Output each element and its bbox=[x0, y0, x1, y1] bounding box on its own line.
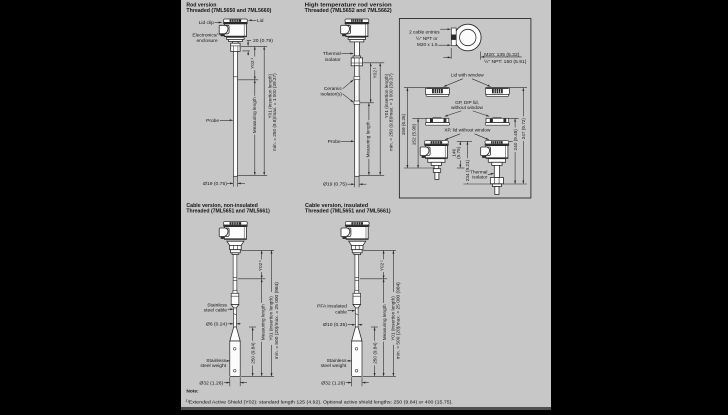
svg-text:Ø32 (1.26): Ø32 (1.26) bbox=[321, 381, 345, 387]
svg-text:Y01 (insertion length): Y01 (insertion length) bbox=[384, 73, 389, 118]
svg-text:Y02 ¹: Y02 ¹ bbox=[250, 58, 255, 69]
svg-text:GP, DIP lid,: GP, DIP lid, bbox=[455, 100, 479, 105]
svg-text:Lid clip: Lid clip bbox=[198, 20, 213, 26]
svg-text:Measuring length: Measuring length bbox=[252, 97, 257, 133]
svg-text:Stainless: Stainless bbox=[207, 302, 227, 308]
svg-text:Y01 (insertion length): Y01 (insertion length) bbox=[267, 73, 272, 118]
svg-text:Ø19 (0.75): Ø19 (0.75) bbox=[323, 182, 347, 188]
svg-text:Probe: Probe bbox=[206, 118, 219, 124]
svg-text:steel weight: steel weight bbox=[320, 363, 346, 369]
svg-text:Ø19 (0.75): Ø19 (0.75) bbox=[203, 181, 227, 187]
svg-text:Y01 (insertion length): Y01 (insertion length) bbox=[390, 296, 395, 341]
svg-text:XP, lid without window: XP, lid without window bbox=[444, 128, 491, 133]
svg-text:Probe: Probe bbox=[327, 139, 340, 145]
svg-text:Ø6 (0.24): Ø6 (0.24) bbox=[206, 321, 227, 327]
svg-text:Threaded (7ML5652 and 7ML5662): Threaded (7ML5652 and 7ML5662) bbox=[304, 8, 391, 14]
svg-text:Stainless: Stainless bbox=[206, 358, 226, 364]
svg-text:isolator: isolator bbox=[325, 57, 341, 63]
svg-text:(5.75): (5.75) bbox=[456, 146, 461, 159]
svg-text:Y02 ¹: Y02 ¹ bbox=[379, 260, 384, 271]
svg-text:234 (9.21): 234 (9.21) bbox=[465, 159, 470, 181]
svg-text:2 cable entries: 2 cable entries bbox=[409, 29, 440, 34]
svg-text:Cable version, non-insulated: Cable version, non-insulated bbox=[186, 203, 257, 209]
svg-text:isolator: isolator bbox=[472, 174, 488, 179]
svg-text:Lid: Lid bbox=[257, 18, 264, 24]
svg-text:250 (9.84): 250 (9.84) bbox=[250, 342, 255, 364]
svg-text:250 (9.84): 250 (9.84) bbox=[372, 342, 377, 364]
svg-text:Y01 (insertion length): Y01 (insertion length) bbox=[268, 296, 273, 341]
svg-text:Thermal: Thermal bbox=[322, 51, 340, 57]
svg-text:PFA insulated: PFA insulated bbox=[317, 304, 347, 310]
svg-text:min. = 500 (20)/max. = 25 000: min. = 500 (20)/max. = 25 000 (984) bbox=[273, 282, 278, 359]
svg-text:240 (9.45): 240 (9.45) bbox=[512, 129, 517, 151]
svg-text:min. = 250 (9.8)/max. = 1 000: min. = 250 (9.8)/max. = 1 000 (39.37) bbox=[388, 73, 393, 151]
svg-text:Threaded (7ML5651 and 7ML5661): Threaded (7ML5651 and 7ML5661) bbox=[186, 208, 270, 214]
svg-text:M20 x 1.5: M20 x 1.5 bbox=[417, 42, 438, 47]
svg-text:Measuring length: Measuring length bbox=[260, 304, 265, 340]
svg-text:Lid with window: Lid with window bbox=[450, 73, 483, 78]
svg-text:Y02 ¹: Y02 ¹ bbox=[372, 67, 377, 78]
svg-text:152 (5.98): 152 (5.98) bbox=[411, 123, 416, 145]
svg-text:cable: cable bbox=[335, 309, 347, 315]
svg-text:Ceramic: Ceramic bbox=[323, 86, 342, 92]
svg-text:146: 146 bbox=[451, 149, 456, 157]
svg-text:min. = 500 (20)/max. = 25 000: min. = 500 (20)/max. = 25 000 (984) bbox=[395, 282, 400, 359]
svg-text:without window: without window bbox=[451, 105, 483, 110]
svg-text:M20: 135 (5.32): M20: 135 (5.32) bbox=[484, 52, 520, 58]
svg-text:Note:: Note: bbox=[186, 388, 199, 394]
svg-text:steel cable: steel cable bbox=[203, 308, 227, 314]
svg-text:Stainless: Stainless bbox=[326, 358, 346, 364]
svg-text:Threaded (7ML5650 and 7ML5660): Threaded (7ML5650 and 7ML5660) bbox=[186, 8, 271, 14]
svg-text:½" NPT: 150 (5.91): ½" NPT: 150 (5.91) bbox=[484, 58, 527, 65]
svg-text:159 (6.26): 159 (6.26) bbox=[401, 113, 406, 135]
svg-text:enclosure: enclosure bbox=[196, 38, 217, 44]
svg-text:Rod version: Rod version bbox=[186, 2, 216, 8]
svg-text:Threaded (7ML5651 and 7ML5661): Threaded (7ML5651 and 7ML5661) bbox=[305, 208, 391, 214]
svg-text:Ø10 (0.35): Ø10 (0.35) bbox=[323, 322, 347, 328]
svg-text:½" NPT or: ½" NPT or bbox=[416, 35, 438, 41]
svg-text:Ø32 (1.26): Ø32 (1.26) bbox=[199, 381, 223, 387]
svg-text:1)Extended Active Shield (Y02): 1)Extended Active Shield (Y02): standard… bbox=[185, 399, 452, 405]
svg-text:247 (9.72): 247 (9.72) bbox=[520, 118, 525, 140]
svg-text:Electronics/: Electronics/ bbox=[192, 33, 218, 39]
svg-text:Cable version, insulated: Cable version, insulated bbox=[305, 203, 368, 209]
svg-text:Thermal: Thermal bbox=[470, 170, 487, 175]
svg-text:High temperature rod version: High temperature rod version bbox=[304, 2, 391, 8]
svg-text:isolator(s): isolator(s) bbox=[320, 92, 342, 98]
svg-text:Measuring length: Measuring length bbox=[382, 304, 387, 340]
svg-text:steel weight: steel weight bbox=[200, 363, 226, 369]
svg-text:Measuring length: Measuring length bbox=[365, 121, 370, 157]
svg-text:min. = 250 (9.8)/max. = 1 000: min. = 250 (9.8)/max. = 1 000 (39.37) bbox=[272, 73, 277, 151]
svg-text:20 (0.79): 20 (0.79) bbox=[253, 38, 273, 44]
svg-text:Y02 ¹: Y02 ¹ bbox=[257, 260, 262, 271]
